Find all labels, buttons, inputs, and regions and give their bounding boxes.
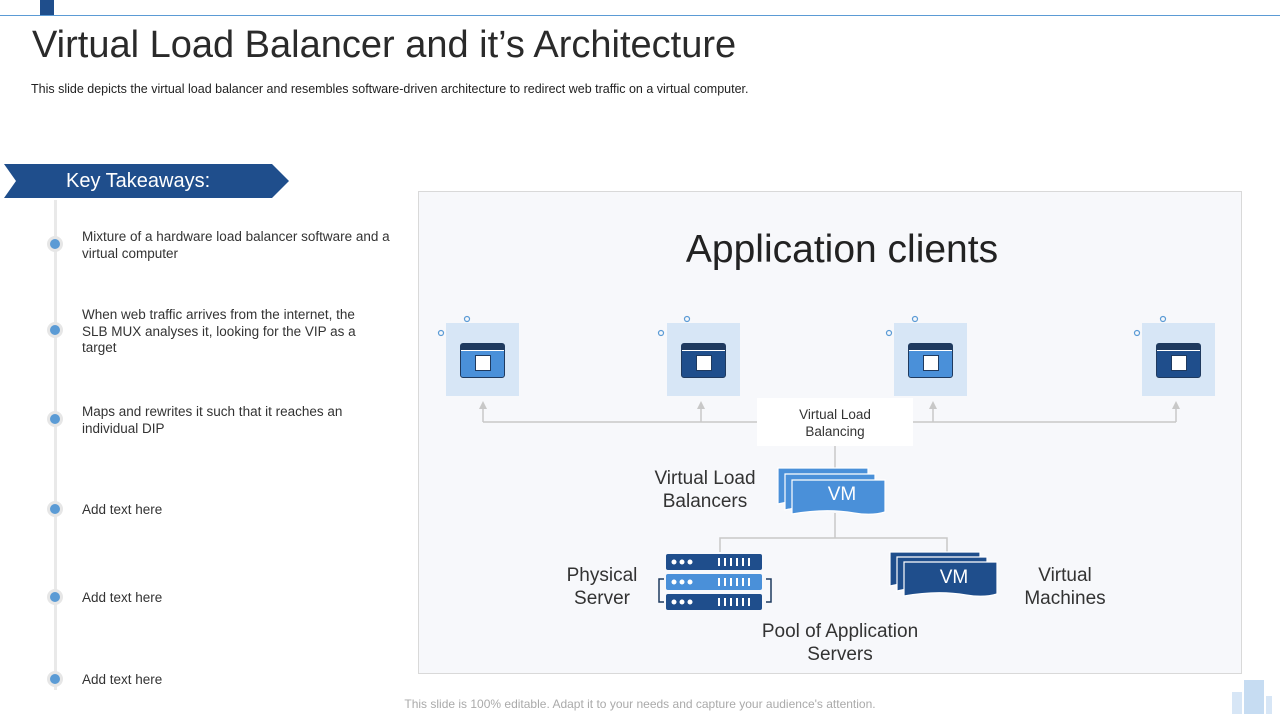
client-box-3	[894, 323, 967, 396]
timeline-dot	[47, 236, 63, 252]
vm-top-label: VM	[827, 484, 857, 505]
takeaway-item-1: Mixture of a hardware load balancer soft…	[82, 229, 390, 261]
vm-stack-icon	[777, 467, 886, 515]
page-subtitle: This slide depicts the virtual load bala…	[31, 82, 749, 96]
top-divider-line	[0, 15, 1280, 16]
pool-of-application-servers-label: Pool of Application Servers	[761, 621, 919, 665]
takeaway-item-2: When web traffic arrives from the intern…	[82, 307, 356, 355]
virtual-load-balancing-label: Virtual Load Balancing	[757, 398, 913, 446]
takeaway-item-6: Add text here	[82, 672, 163, 687]
vm-bottom-label: VM	[939, 567, 969, 588]
timeline-dot	[47, 501, 63, 517]
top-accent-tab	[40, 0, 54, 15]
vm-stack-icon	[889, 551, 998, 597]
client-box-1	[446, 323, 519, 396]
diagram-title: Application clients	[685, 228, 999, 271]
browser-window-cube-icon	[1156, 343, 1201, 378]
takeaway-item-5: Add text here	[82, 590, 163, 605]
browser-window-cube-icon	[460, 343, 505, 378]
building-icon	[1232, 680, 1272, 714]
connector-lines	[479, 401, 1180, 552]
key-takeaways-banner	[4, 164, 289, 198]
browser-window-cube-icon	[908, 343, 953, 378]
timeline-dot	[47, 589, 63, 605]
client-box-4	[1142, 323, 1215, 396]
takeaway-item-3: Maps and rewrites it such that it reache…	[82, 404, 343, 436]
timeline-dot	[47, 671, 63, 687]
virtual-load-balancers-label: Virtual Load Balancers	[654, 468, 756, 512]
takeaway-item-4: Add text here	[82, 502, 163, 517]
timeline-dot	[47, 411, 63, 427]
virtual-load-balancing-text: Virtual Load Balancing	[799, 407, 871, 439]
timeline-dot	[47, 322, 63, 338]
server-rack-icon	[658, 554, 772, 610]
physical-server-label: Physical Server	[566, 565, 638, 609]
decorative-dots	[437, 315, 1167, 337]
browser-window-cube-icon	[681, 343, 726, 378]
client-box-2	[667, 323, 740, 396]
takeaways-timeline	[54, 200, 57, 690]
footer-note: This slide is 100% editable. Adapt it to…	[404, 697, 876, 711]
key-takeaways-heading: Key Takeaways:	[66, 170, 211, 192]
page-title: Virtual Load Balancer and it’s Architect…	[32, 24, 737, 66]
virtual-machines-label: Virtual Machines	[1024, 565, 1106, 609]
